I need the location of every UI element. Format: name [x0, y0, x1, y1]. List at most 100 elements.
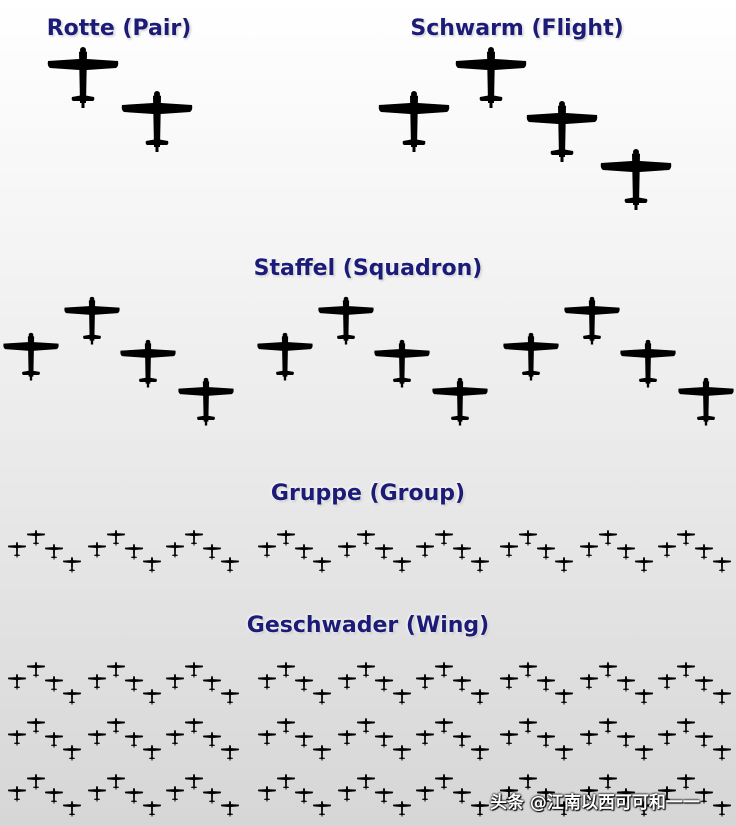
plane-geschwader — [7, 674, 27, 690]
plane-staffel — [432, 377, 488, 426]
plane-geschwader — [470, 801, 490, 817]
plane-geschwader — [87, 786, 107, 802]
plane-gruppe — [554, 557, 574, 573]
plane-geschwader — [374, 676, 394, 692]
plane-geschwader — [536, 732, 556, 748]
plane-geschwader — [434, 718, 454, 734]
plane-geschwader — [142, 689, 162, 705]
plane-geschwader — [518, 662, 538, 678]
plane-gruppe — [337, 542, 357, 558]
plane-geschwader — [62, 801, 82, 817]
plane-staffel — [620, 339, 676, 388]
plane-geschwader — [26, 662, 46, 678]
plane-geschwader — [554, 689, 574, 705]
plane-geschwader — [257, 730, 277, 746]
plane-geschwader — [356, 718, 376, 734]
plane-gruppe — [434, 530, 454, 546]
plane-geschwader — [499, 730, 519, 746]
plane-geschwader — [106, 774, 126, 790]
plane-gruppe — [712, 557, 732, 573]
plane-geschwader — [374, 732, 394, 748]
plane-geschwader — [470, 745, 490, 761]
plane-geschwader — [124, 732, 144, 748]
plane-geschwader — [616, 732, 636, 748]
plane-geschwader — [26, 774, 46, 790]
plane-schwarm — [600, 149, 672, 210]
plane-geschwader — [257, 674, 277, 690]
plane-geschwader — [356, 662, 376, 678]
plane-geschwader — [26, 718, 46, 734]
plane-gruppe — [276, 530, 296, 546]
plane-geschwader — [220, 801, 240, 817]
plane-geschwader — [452, 676, 472, 692]
plane-geschwader — [392, 689, 412, 705]
plane-geschwader — [276, 662, 296, 678]
plane-geschwader — [184, 774, 204, 790]
plane-geschwader — [392, 745, 412, 761]
plane-geschwader — [312, 801, 332, 817]
plane-gruppe — [536, 544, 556, 560]
plane-gruppe — [62, 557, 82, 573]
plane-geschwader — [44, 732, 64, 748]
plane-staffel — [64, 296, 120, 345]
plane-geschwader — [142, 801, 162, 817]
plane-gruppe — [499, 542, 519, 558]
plane-geschwader — [165, 730, 185, 746]
plane-gruppe — [392, 557, 412, 573]
plane-staffel — [503, 332, 559, 381]
plane-geschwader — [616, 676, 636, 692]
plane-geschwader — [124, 788, 144, 804]
plane-geschwader — [337, 730, 357, 746]
plane-gruppe — [452, 544, 472, 560]
plane-geschwader — [165, 786, 185, 802]
plane-gruppe — [87, 542, 107, 558]
plane-geschwader — [337, 674, 357, 690]
plane-gruppe — [579, 542, 599, 558]
plane-gruppe — [184, 530, 204, 546]
plane-geschwader — [554, 745, 574, 761]
plane-geschwader — [415, 786, 435, 802]
plane-geschwader — [598, 662, 618, 678]
plane-geschwader — [434, 774, 454, 790]
plane-geschwader — [634, 745, 654, 761]
title-schwarm: Schwarm (Flight) — [410, 16, 624, 41]
plane-gruppe — [634, 557, 654, 573]
plane-geschwader — [598, 718, 618, 734]
plane-geschwader — [106, 718, 126, 734]
title-rotte: Rotte (Pair) — [46, 16, 192, 41]
plane-staffel — [318, 296, 374, 345]
plane-gruppe — [26, 530, 46, 546]
plane-geschwader — [536, 676, 556, 692]
plane-geschwader — [434, 662, 454, 678]
plane-geschwader — [184, 662, 204, 678]
plane-geschwader — [374, 788, 394, 804]
plane-staffel — [257, 332, 313, 381]
plane-gruppe — [415, 542, 435, 558]
plane-rotte — [121, 91, 193, 152]
plane-gruppe — [676, 530, 696, 546]
plane-gruppe — [165, 542, 185, 558]
plane-geschwader — [657, 730, 677, 746]
plane-gruppe — [257, 542, 277, 558]
title-geschwader: Geschwader (Wing) — [246, 613, 490, 638]
plane-geschwader — [657, 674, 677, 690]
plane-geschwader — [452, 788, 472, 804]
plane-geschwader — [712, 689, 732, 705]
plane-geschwader — [499, 674, 519, 690]
plane-geschwader — [415, 730, 435, 746]
plane-gruppe — [312, 557, 332, 573]
plane-geschwader — [220, 689, 240, 705]
plane-gruppe — [598, 530, 618, 546]
plane-staffel — [374, 339, 430, 388]
plane-staffel — [120, 339, 176, 388]
plane-geschwader — [579, 730, 599, 746]
plane-geschwader — [356, 774, 376, 790]
plane-geschwader — [312, 745, 332, 761]
plane-geschwader — [312, 689, 332, 705]
plane-geschwader — [694, 676, 714, 692]
plane-gruppe — [202, 544, 222, 560]
plane-gruppe — [470, 557, 490, 573]
plane-geschwader — [142, 745, 162, 761]
plane-geschwader — [257, 786, 277, 802]
plane-geschwader — [634, 689, 654, 705]
